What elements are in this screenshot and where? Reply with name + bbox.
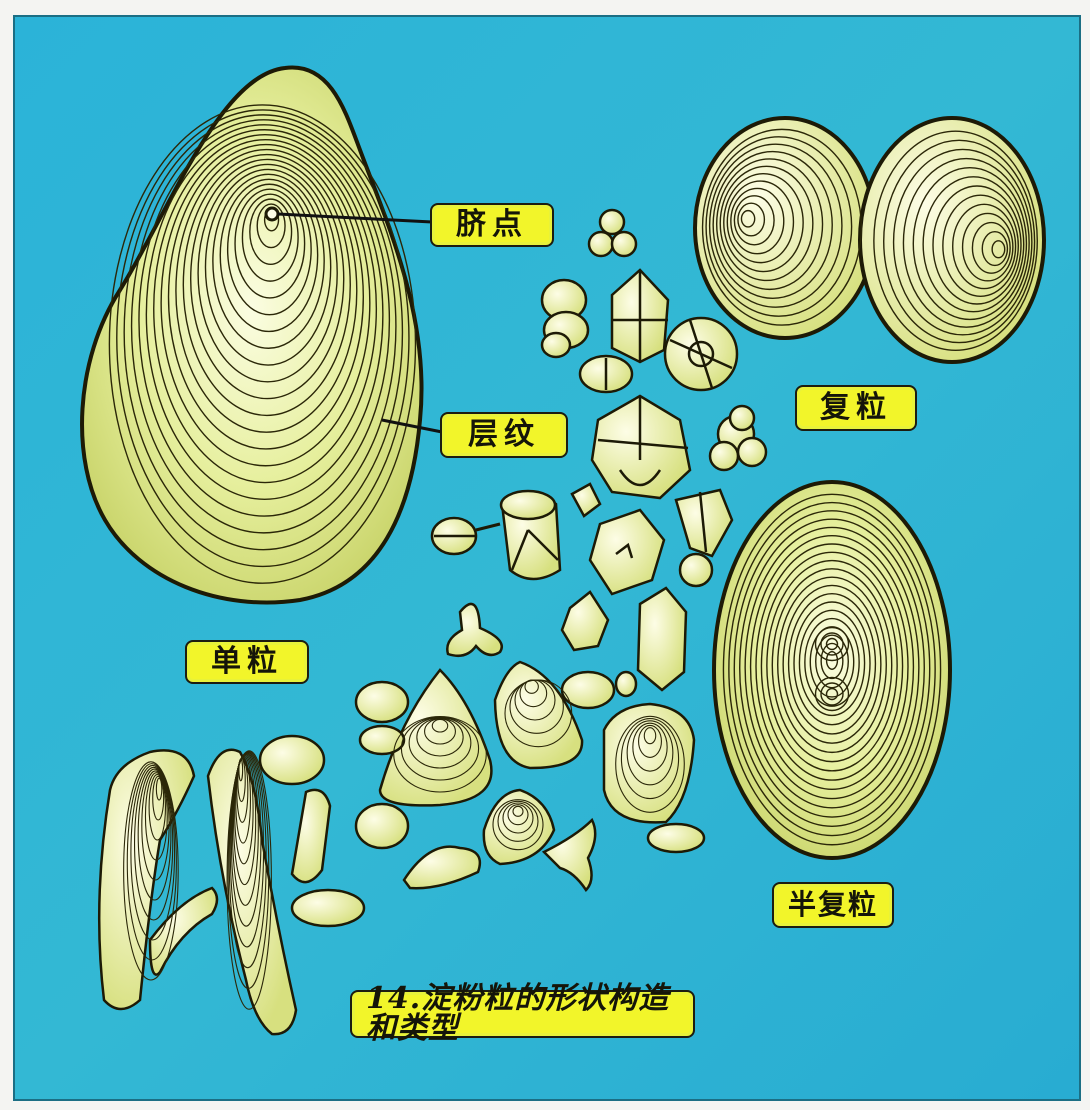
semi-compound-grain (714, 482, 950, 858)
label-compound-grain: 复粒 (795, 385, 917, 431)
label-semi-compound-grain: 半复粒 (772, 882, 894, 928)
label-simple-grain: 单粒 (185, 640, 309, 684)
label-lamella: 层纹 (440, 412, 568, 458)
figure-caption: 14.淀粉粒的形状构造和类型 (350, 990, 695, 1038)
label-hilum: 脐点 (430, 203, 554, 247)
hilum-point (266, 208, 278, 220)
